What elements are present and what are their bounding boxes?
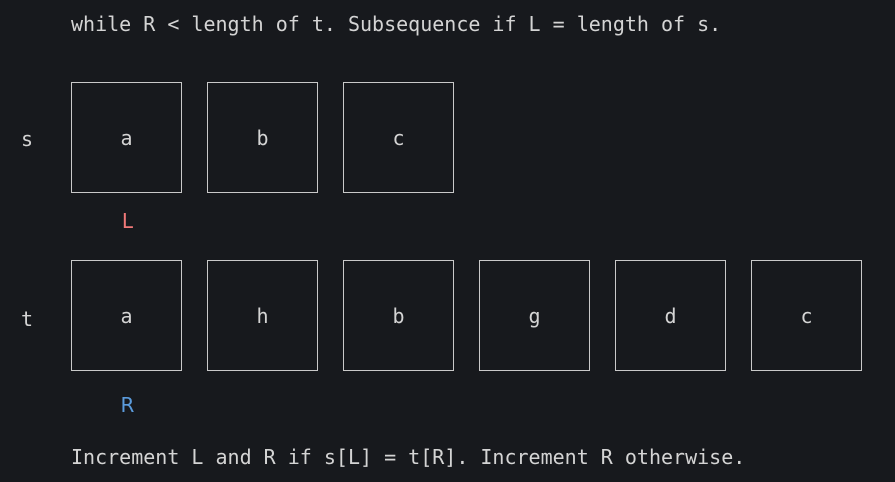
row-label-t: t [20, 307, 34, 331]
t-cell: d [615, 260, 726, 371]
s-cell: a [71, 82, 182, 193]
s-cell: c [343, 82, 454, 193]
t-cell: b [343, 260, 454, 371]
pointer-r: R [120, 393, 135, 417]
row-label-s: s [20, 127, 34, 151]
top-caption: while R < length of t. Subsequence if L … [71, 12, 722, 36]
t-cell: c [751, 260, 862, 371]
bottom-caption: Increment L and R if s[L] = t[R]. Increm… [71, 445, 746, 469]
t-cell: g [479, 260, 590, 371]
pointer-l: L [121, 209, 134, 233]
t-cell: h [207, 260, 318, 371]
t-cell: a [71, 260, 182, 371]
s-cell: b [207, 82, 318, 193]
